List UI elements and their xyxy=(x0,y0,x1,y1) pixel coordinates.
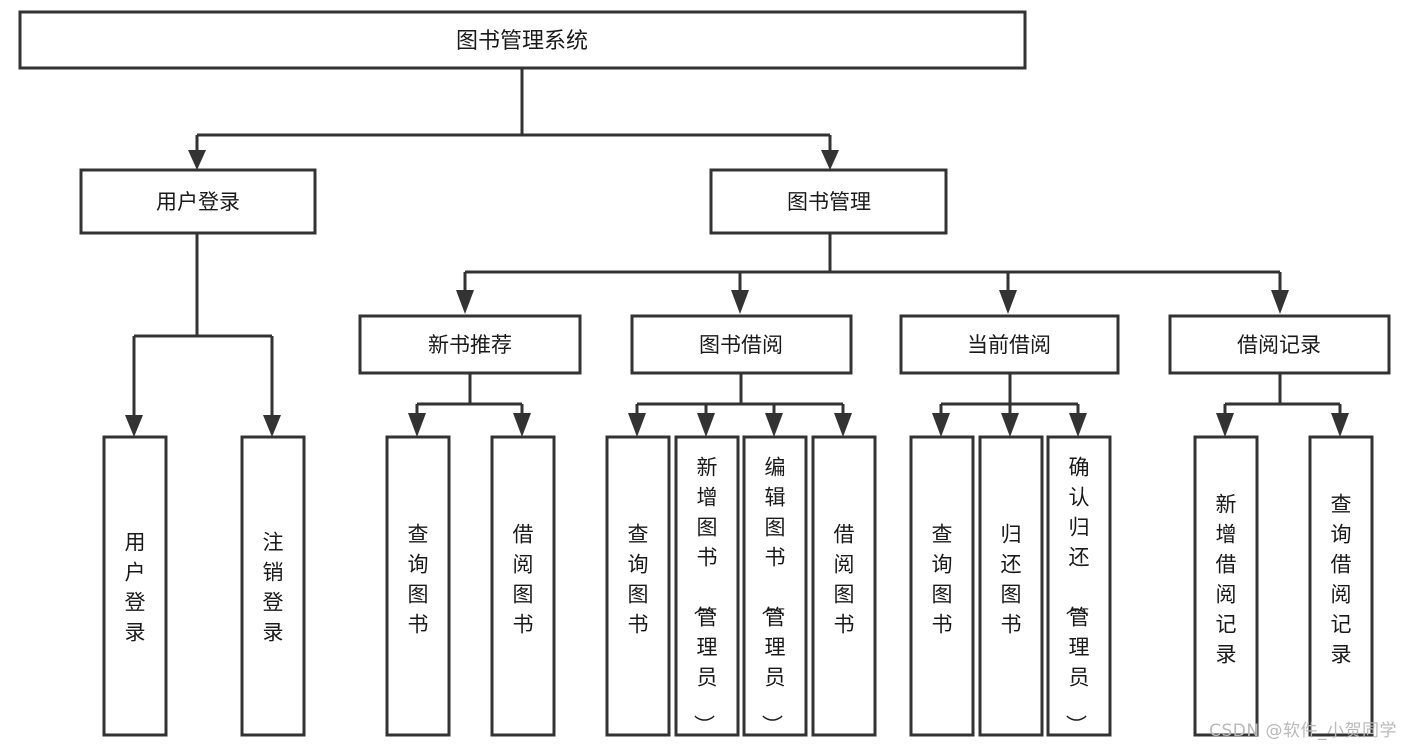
leaf-new-book-2-label: 借阅图书 xyxy=(513,522,534,636)
connector-group-user-login xyxy=(125,233,281,437)
arrow-book-mgmt-to-current-borrow xyxy=(999,290,1017,314)
node-user-login-box[interactable] xyxy=(79,168,317,235)
leaf-book-borrow-2[interactable]: 新增图书（管理员） xyxy=(674,435,740,737)
node-borrow-record-label: 借阅记录 xyxy=(1237,333,1321,357)
leaf-book-borrow-1[interactable]: 查询图书 xyxy=(605,435,671,737)
leaf-user-login-2-label: 注销登录 xyxy=(263,530,284,644)
connector-group-book-borrow xyxy=(628,373,852,437)
arrow-book-mgmt-to-borrow-record xyxy=(1271,290,1289,314)
leaf-user-login-1-label: 用户登录 xyxy=(125,530,146,644)
node-root-box[interactable] xyxy=(18,10,1027,70)
leaf-user-login-2[interactable]: 注销登录 xyxy=(240,435,306,737)
leaf-book-borrow-1-label: 查询图书 xyxy=(628,522,649,636)
node-borrow-record-box[interactable] xyxy=(1168,314,1391,375)
leaf-current-borrow-2-label: 归还图书 xyxy=(1001,522,1022,636)
leaf-book-borrow-1-box[interactable] xyxy=(605,435,671,737)
arrow-book-borrow-leaf-3 xyxy=(765,413,783,437)
leaf-book-borrow-2-box[interactable] xyxy=(674,435,740,737)
leaf-borrow-record-2-label: 查询借阅记录 xyxy=(1331,492,1352,666)
arrow-book-borrow-leaf-1 xyxy=(628,413,646,437)
node-root[interactable]: 图书管理系统 xyxy=(18,10,1027,70)
node-book-management[interactable]: 图书管理 xyxy=(709,168,948,235)
node-current-borrow-label: 当前借阅 xyxy=(967,333,1051,357)
arrow-root-to-book-mgmt xyxy=(821,150,839,170)
leaf-current-borrow-3[interactable]: 确认归还（管理员） xyxy=(1046,435,1112,737)
leaf-book-borrow-4-label: 借阅图书 xyxy=(834,522,855,636)
node-borrow-record[interactable]: 借阅记录 xyxy=(1168,314,1391,375)
arrow-borrow-record-leaf-2 xyxy=(1331,413,1349,437)
arrow-user-login-leaf-2 xyxy=(263,415,281,437)
leaf-borrow-record-2[interactable]: 查询借阅记录 xyxy=(1308,435,1374,737)
leaf-new-book-1-box[interactable] xyxy=(385,435,451,737)
node-user-login-label: 用户登录 xyxy=(156,190,240,214)
node-book-management-label: 图书管理 xyxy=(787,190,871,214)
connector-group-current-borrow xyxy=(932,373,1087,437)
leaf-book-borrow-3-label: 编辑图书（管理员） xyxy=(760,455,786,735)
leaf-new-book-2[interactable]: 借阅图书 xyxy=(490,435,556,737)
leaf-borrow-record-1[interactable]: 新增借阅记录 xyxy=(1193,435,1259,737)
node-new-book-recommend[interactable]: 新书推荐 xyxy=(358,314,582,375)
arrow-book-borrow-leaf-2 xyxy=(697,413,715,437)
arrow-book-mgmt-to-book-borrow xyxy=(731,290,749,314)
leaf-current-borrow-2-box[interactable] xyxy=(978,435,1044,737)
node-current-borrow-box[interactable] xyxy=(899,314,1120,375)
node-new-book-recommend-label: 新书推荐 xyxy=(428,333,512,357)
leaf-book-borrow-3[interactable]: 编辑图书（管理员） xyxy=(742,435,808,737)
arrow-current-borrow-leaf-2 xyxy=(1001,413,1019,437)
leaf-new-book-1[interactable]: 查询图书 xyxy=(385,435,451,737)
leaf-current-borrow-3-box[interactable] xyxy=(1046,435,1112,737)
leaf-current-borrow-1-label: 查询图书 xyxy=(932,522,953,636)
leaf-borrow-record-1-label: 新增借阅记录 xyxy=(1216,492,1237,666)
connector-group-new-book-recommend xyxy=(408,373,531,437)
leaf-book-borrow-3-box[interactable] xyxy=(742,435,808,737)
node-book-management-box[interactable] xyxy=(709,168,948,235)
leaf-current-borrow-3-label: 确认归还（管理员） xyxy=(1064,455,1090,735)
leaf-borrow-record-1-box[interactable] xyxy=(1193,435,1259,737)
node-book-borrow-label: 图书借阅 xyxy=(699,333,783,357)
arrow-book-borrow-leaf-4 xyxy=(834,413,852,437)
node-root-label: 图书管理系统 xyxy=(456,29,588,54)
arrow-user-login-leaf-1 xyxy=(125,415,143,437)
connector-group-book-mgmt xyxy=(456,233,1289,314)
leaf-user-login-2-box[interactable] xyxy=(240,435,306,737)
arrow-root-to-user-login xyxy=(188,150,206,170)
leaf-user-login-1[interactable]: 用户登录 xyxy=(102,435,168,737)
leaf-book-borrow-4-box[interactable] xyxy=(811,435,877,737)
arrow-new-book-leaf-1 xyxy=(408,413,426,437)
node-current-borrow[interactable]: 当前借阅 xyxy=(899,314,1120,375)
arrow-new-book-leaf-2 xyxy=(513,413,531,437)
leaf-book-borrow-2-label: 新增图书（管理员） xyxy=(692,455,718,735)
arrow-current-borrow-leaf-1 xyxy=(932,413,950,437)
node-new-book-recommend-box[interactable] xyxy=(358,314,582,375)
leaf-new-book-2-box[interactable] xyxy=(490,435,556,737)
node-book-borrow-box[interactable] xyxy=(630,314,853,375)
connector-group-borrow-record xyxy=(1216,373,1349,437)
leaf-current-borrow-1[interactable]: 查询图书 xyxy=(909,435,975,737)
leaf-user-login-1-box[interactable] xyxy=(102,435,168,737)
arrow-current-borrow-leaf-3 xyxy=(1069,413,1087,437)
leaf-current-borrow-1-box[interactable] xyxy=(909,435,975,737)
connector-group-root xyxy=(188,68,839,170)
leaf-borrow-record-2-box[interactable] xyxy=(1308,435,1374,737)
arrow-book-mgmt-to-new-book xyxy=(456,290,474,314)
leaf-new-book-1-label: 查询图书 xyxy=(408,522,429,636)
csdn-watermark: CSDN @软件_小贺同学 xyxy=(1209,721,1397,741)
node-user-login[interactable]: 用户登录 xyxy=(79,168,317,235)
leaf-book-borrow-4[interactable]: 借阅图书 xyxy=(811,435,877,737)
node-book-borrow[interactable]: 图书借阅 xyxy=(630,314,853,375)
arrow-borrow-record-leaf-1 xyxy=(1216,413,1234,437)
leaf-current-borrow-2[interactable]: 归还图书 xyxy=(978,435,1044,737)
